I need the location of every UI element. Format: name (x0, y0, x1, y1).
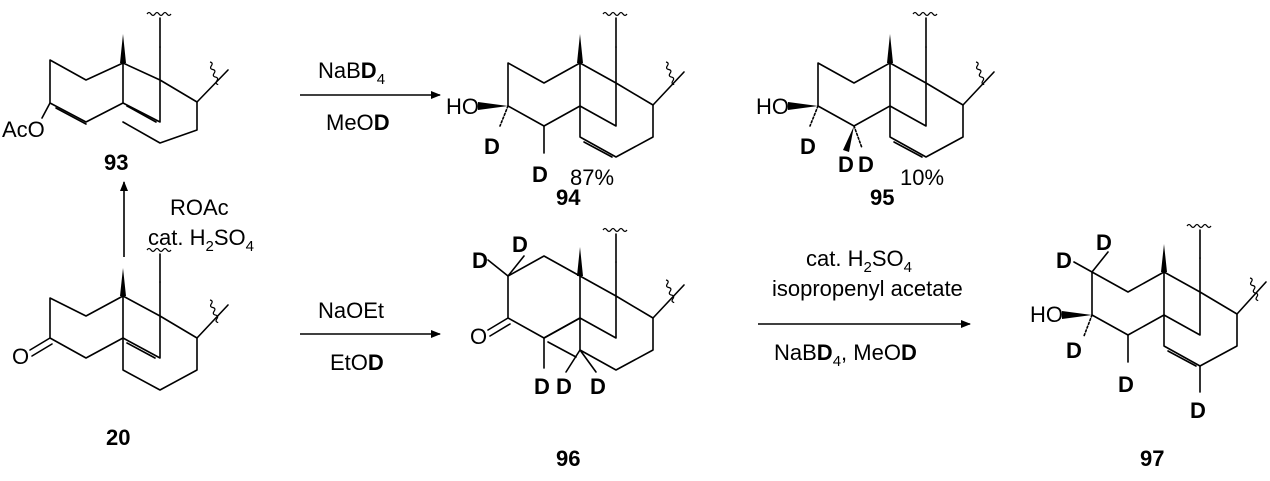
yield-94: 87% (570, 165, 614, 190)
deuterium-95c: D (858, 152, 874, 177)
reaction-arrow-3: NaOEt EtOD (300, 298, 441, 375)
reagent-nabd4: NaBD4 (318, 58, 385, 88)
reaction-arrow-4: cat. H2SO4 isopropenyl acetate NaBD4, Me… (758, 246, 971, 370)
reaction-arrow-2: ROAc cat. H2SO4 (120, 181, 254, 257)
reagent-roac: ROAc (170, 195, 229, 220)
deuterium-97d: D (1118, 372, 1134, 397)
deuterium-94a: D (484, 134, 500, 159)
deuterium-95a: D (800, 134, 816, 159)
deuterium-97a: D (1096, 230, 1112, 255)
deuterium-95b: D (838, 152, 854, 177)
label-93: 93 (104, 150, 128, 175)
deuterium-94b: D (532, 162, 548, 187)
deuterium-97b: D (1056, 248, 1072, 273)
label-96: 96 (556, 446, 580, 471)
yield-95: 10% (900, 165, 944, 190)
compound-97: HO D D D D D 97 (1030, 223, 1267, 471)
reagent-naoet: NaOEt (318, 298, 384, 323)
label-20: 20 (106, 425, 130, 450)
hydroxyl-97: HO (1030, 302, 1063, 327)
reagent-isopropenyl-acetate: isopropenyl acetate (772, 276, 963, 301)
reagent-h2so4-cat: cat. H2SO4 (806, 246, 912, 276)
label-97: 97 (1140, 446, 1164, 471)
carbonyl-20: O (12, 344, 29, 369)
reagent-nabd4-meod: NaBD4, MeOD (774, 340, 917, 370)
deuterium-96a: D (512, 232, 528, 257)
substituent-aco: AcO (2, 117, 45, 142)
deuterium-96c: D (534, 374, 550, 399)
reagent-h2so4: cat. H2SO4 (148, 225, 254, 255)
carbonyl-96: O (470, 324, 487, 349)
compound-96: O D D D D D 96 (470, 227, 685, 471)
solvent-etod: EtOD (330, 350, 384, 375)
compound-20: O 20 (12, 247, 229, 450)
compound-95: HO D D D 10% 95 (756, 11, 995, 210)
solvent-meod: MeOD (326, 110, 390, 135)
label-94: 94 (556, 185, 581, 210)
hydroxyl-95: HO (756, 94, 789, 119)
deuterium-97c: D (1066, 338, 1082, 363)
compound-94: HO D D 87% 94 (446, 11, 685, 210)
deuterium-97e: D (1190, 398, 1206, 423)
reaction-arrow-1: NaBD4 MeOD (300, 58, 441, 135)
compound-93: AcO 93 (2, 11, 229, 175)
label-95: 95 (870, 185, 894, 210)
deuterium-96b: D (472, 248, 488, 273)
hydroxyl-94: HO (446, 94, 479, 119)
deuterium-96e: D (590, 374, 606, 399)
deuterium-96d: D (556, 374, 572, 399)
